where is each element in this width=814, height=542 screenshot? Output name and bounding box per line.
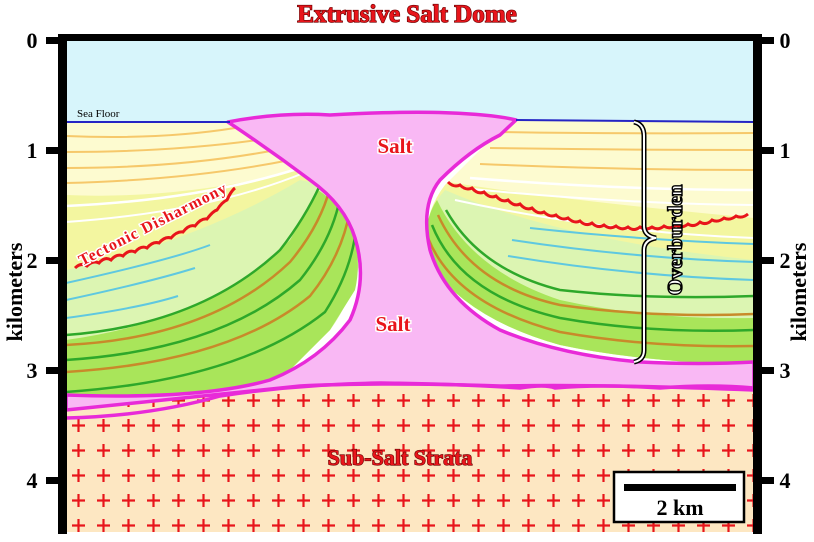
sea-floor-label: Sea Floor xyxy=(77,108,120,120)
salt-label-upper: Salt xyxy=(377,134,412,158)
right-strata-lines xyxy=(426,131,754,348)
frame-top xyxy=(58,34,762,41)
right-tick-2: 2 xyxy=(780,248,791,273)
scale-bar-label: 2 km xyxy=(656,495,703,520)
left-axis-bar xyxy=(58,34,67,534)
left-tick-2: 2 xyxy=(27,248,38,273)
right-tick-3: 3 xyxy=(780,358,791,383)
overburden-label: Overburden xyxy=(663,184,687,295)
right-axis-label: kilometers xyxy=(786,242,811,341)
left-tick-0: 0 xyxy=(27,28,38,53)
right-ticks xyxy=(760,37,774,484)
left-ticks xyxy=(46,37,60,484)
salt-base-line xyxy=(66,381,754,420)
left-axis-label: kilometers xyxy=(2,242,27,341)
left-overburden-green xyxy=(66,190,358,408)
scale-bar-box xyxy=(612,470,746,524)
left-tick-3: 3 xyxy=(27,358,38,383)
right-tick-4: 4 xyxy=(780,468,791,493)
overburden-brace-inner xyxy=(633,121,657,363)
tectonic-disharmony-left xyxy=(73,186,236,270)
scale-bar-line xyxy=(624,484,736,491)
right-axis-bar xyxy=(753,34,762,534)
left-tick-1: 1 xyxy=(27,138,38,163)
tectonic-disharmony-right xyxy=(446,180,749,231)
right-tick-0: 0 xyxy=(780,28,791,53)
left-strata-lines xyxy=(66,127,358,394)
right-overburden-green xyxy=(426,200,754,365)
diagram-title: Extrusive Salt Dome xyxy=(297,1,516,28)
sub-salt-strata-label: Sub-Salt Strata xyxy=(328,445,473,470)
left-tick-4: 4 xyxy=(27,468,38,493)
salt-label-lower: Salt xyxy=(375,312,410,336)
right-tick-1: 1 xyxy=(780,138,791,163)
